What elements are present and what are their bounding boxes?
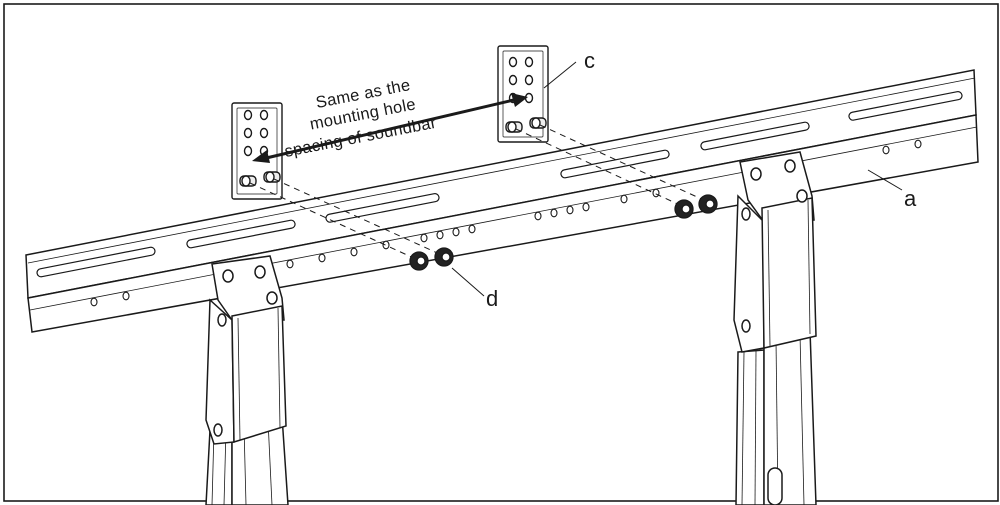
soundbar-bracket-left: [231, 102, 283, 200]
part-label-a: a: [904, 186, 917, 211]
spacing-arrow: [252, 93, 528, 163]
nuts: [409, 194, 718, 271]
soundbar-bracket-right: [497, 45, 549, 143]
vertical-arm-right: [733, 151, 817, 505]
nut: [698, 194, 718, 214]
nut: [674, 199, 694, 219]
vertical-arm-left: [205, 255, 289, 505]
part-label-d: d: [486, 286, 498, 311]
leader-lines: [451, 61, 903, 297]
nut: [409, 251, 429, 271]
alignment-lines: [249, 124, 709, 261]
nut: [434, 247, 454, 267]
part-label-c: c: [584, 48, 595, 73]
